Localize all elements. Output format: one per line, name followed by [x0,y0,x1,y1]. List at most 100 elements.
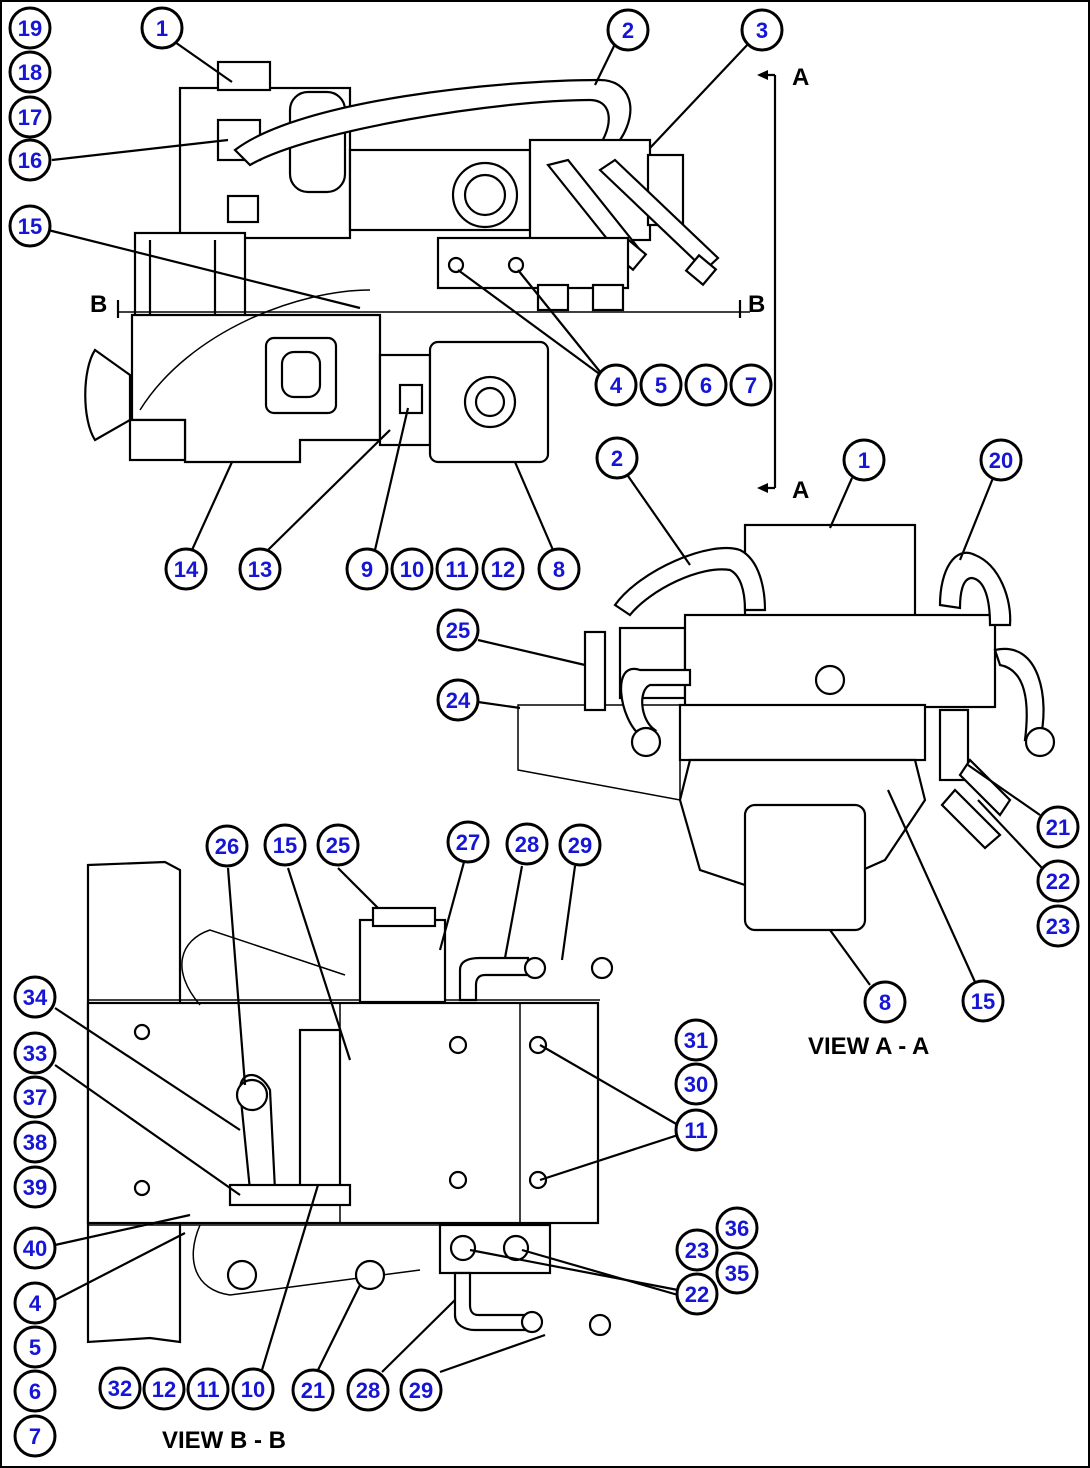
callout-7-view-b: 7 [13,1414,57,1458]
callout-6: 6 [684,363,728,407]
callout-28-view-b: 28 [505,822,549,866]
view-b-label: VIEW B - B [162,1427,286,1454]
callout-36: 36 [715,1206,759,1250]
svg-text:6: 6 [700,373,712,398]
callout-15-view-a: 15 [961,979,1005,1023]
callout-38: 38 [13,1120,57,1164]
callout-2: 2 [606,8,650,52]
callout-5: 5 [639,363,683,407]
callout-12-view-b: 12 [142,1367,186,1411]
callout-14: 14 [164,547,208,591]
svg-text:8: 8 [553,557,565,582]
svg-text:34: 34 [23,985,48,1010]
callout-18: 18 [8,50,52,94]
svg-text:5: 5 [29,1335,41,1360]
callout-6-view-b: 6 [13,1369,57,1413]
svg-text:23: 23 [1046,914,1070,939]
svg-text:14: 14 [174,557,199,582]
svg-text:17: 17 [18,105,42,130]
svg-text:39: 39 [23,1175,47,1200]
callout-29-view-b: 29 [558,823,602,867]
svg-text:16: 16 [18,148,42,173]
svg-text:18: 18 [18,60,42,85]
callout-24: 24 [436,678,480,722]
svg-text:19: 19 [18,16,42,41]
callout-21-view-b: 21 [291,1368,335,1412]
callout-11-view-b: 11 [674,1108,718,1152]
main-assembly-drawing [84,60,777,493]
callout-7: 7 [729,363,773,407]
section-mark-a-bottom: A [792,477,809,504]
svg-text:29: 29 [568,833,592,858]
svg-text:10: 10 [400,557,424,582]
svg-text:36: 36 [725,1216,749,1241]
callout-4-view-b: 4 [13,1281,57,1325]
callout-35: 35 [715,1251,759,1295]
svg-text:22: 22 [685,1282,709,1307]
callout-23-view-b: 23 [675,1228,719,1272]
svg-text:1: 1 [858,448,870,473]
svg-text:10: 10 [241,1377,265,1402]
callout-32: 32 [98,1366,142,1410]
svg-text:20: 20 [989,448,1013,473]
svg-text:6: 6 [29,1379,41,1404]
svg-text:4: 4 [29,1291,42,1316]
svg-text:24: 24 [446,688,471,713]
callout-37: 37 [13,1075,57,1119]
svg-text:3: 3 [756,18,768,43]
svg-text:30: 30 [684,1072,708,1097]
svg-text:1: 1 [156,16,168,41]
callout-9: 9 [345,547,389,591]
view-a-drawing [517,523,1056,932]
callout-31: 31 [674,1018,718,1062]
svg-text:12: 12 [152,1377,176,1402]
svg-text:2: 2 [611,446,623,471]
callout-12: 12 [481,547,525,591]
svg-text:15: 15 [18,214,42,239]
callout-8: 8 [537,547,581,591]
callout-25-view-a: 25 [436,608,480,652]
callouts: 19 18 17 16 15 1 2 3 4 5 6 7 14 13 9 10 … [8,6,1080,1458]
callout-1: 1 [140,6,184,50]
svg-text:26: 26 [215,834,239,859]
svg-text:15: 15 [971,989,995,1014]
svg-text:25: 25 [446,618,470,643]
callout-28-view-b-bottom: 28 [346,1368,390,1412]
callout-11: 11 [435,547,479,591]
svg-text:37: 37 [23,1085,47,1110]
svg-text:11: 11 [196,1377,219,1402]
svg-text:38: 38 [23,1130,47,1155]
svg-text:11: 11 [684,1118,707,1143]
svg-text:22: 22 [1046,869,1070,894]
callout-15-view-b: 15 [263,823,307,867]
svg-text:11: 11 [445,557,468,582]
callout-33: 33 [13,1031,57,1075]
callout-30: 30 [674,1062,718,1106]
svg-text:7: 7 [29,1424,41,1449]
svg-text:23: 23 [685,1238,709,1263]
svg-text:21: 21 [301,1378,325,1403]
callout-10: 10 [390,547,434,591]
callout-16: 16 [8,138,52,182]
callout-25-view-b: 25 [316,823,360,867]
callout-22-view-a: 22 [1036,859,1080,903]
callout-22-view-b: 22 [675,1272,719,1316]
svg-text:2: 2 [622,18,634,43]
svg-text:32: 32 [108,1376,132,1401]
callout-29-view-b-bottom: 29 [399,1368,443,1412]
view-a-label: VIEW A - A [808,1033,929,1060]
callout-27: 27 [446,820,490,864]
section-mark-a-top: A [792,64,809,91]
svg-text:8: 8 [879,990,891,1015]
callout-20: 20 [979,438,1023,482]
section-mark-b-left: B [90,291,107,318]
svg-text:35: 35 [725,1261,749,1286]
svg-text:27: 27 [456,830,480,855]
svg-text:33: 33 [23,1041,47,1066]
callout-40: 40 [13,1226,57,1270]
callout-23-view-a: 23 [1036,904,1080,948]
svg-text:28: 28 [515,832,539,857]
callout-4: 4 [594,363,638,407]
callout-13: 13 [238,547,282,591]
